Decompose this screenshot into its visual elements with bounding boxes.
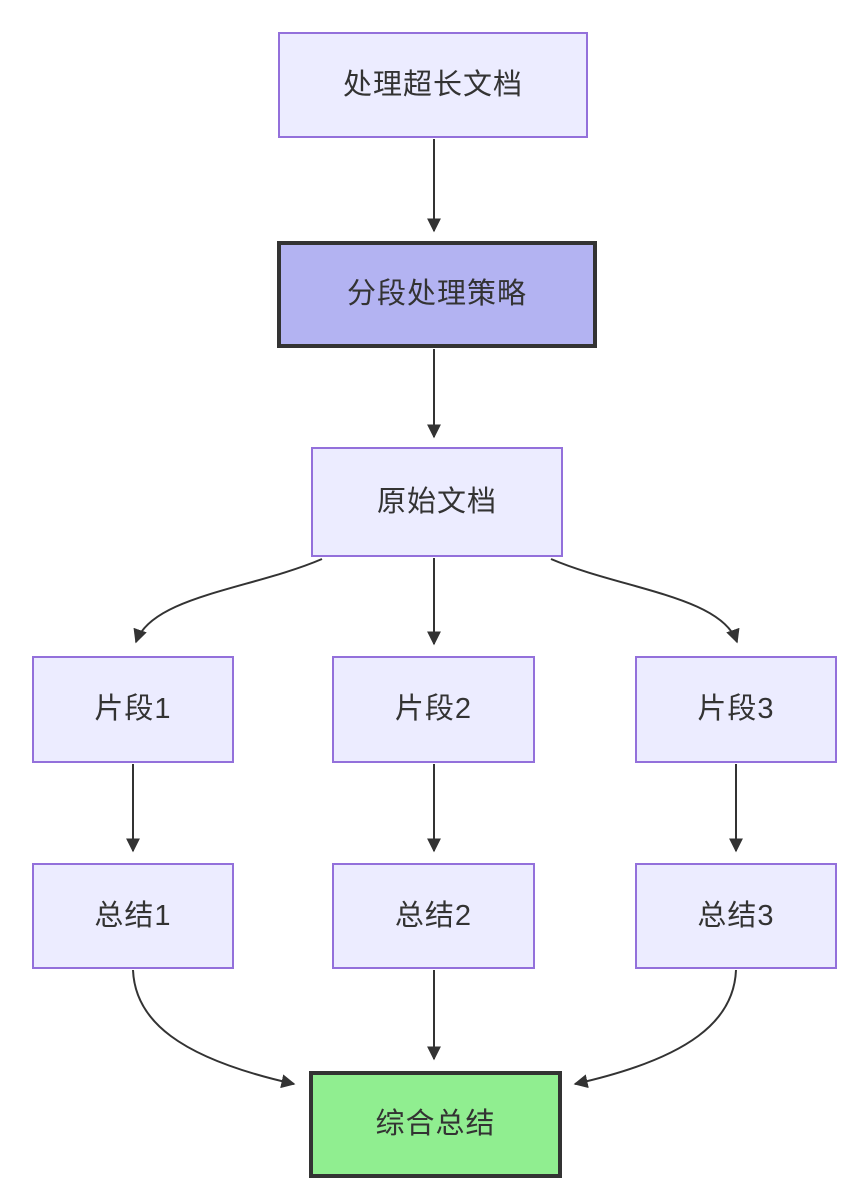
- node-combined-summary: 综合总结: [309, 1071, 562, 1178]
- edge-sum3-final: [573, 969, 737, 1089]
- node-segment-strategy: 分段处理策略: [277, 241, 597, 348]
- edge-sum1-final: [132, 969, 296, 1089]
- edge-source-seg1: [133, 558, 323, 644]
- node-segment-1: 片段1: [32, 656, 234, 763]
- node-original-doc: 原始文档: [311, 447, 563, 557]
- edge-source-seg3: [550, 558, 740, 644]
- node-segment-2: 片段2: [332, 656, 535, 763]
- node-segment-3: 片段3: [635, 656, 837, 763]
- node-summary-3: 总结3: [635, 863, 837, 969]
- node-process-long-doc: 处理超长文档: [278, 32, 588, 138]
- node-summary-2: 总结2: [332, 863, 535, 969]
- node-summary-1: 总结1: [32, 863, 234, 969]
